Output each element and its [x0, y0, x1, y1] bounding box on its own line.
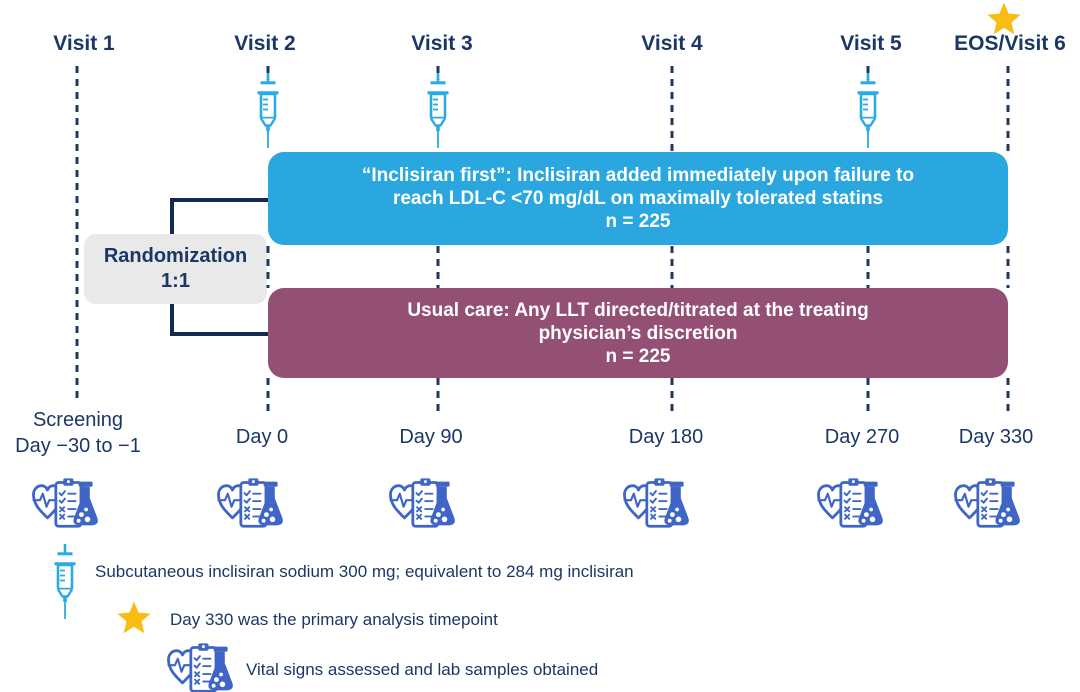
randomization-bracket-bottom [170, 332, 268, 336]
primary-endpoint-star-icon [986, 2, 1022, 41]
randomization-label-line1: Randomization [103, 245, 248, 267]
vitals-lab-icon [816, 476, 888, 535]
vitals-lab-icon [31, 476, 103, 535]
legend-syringe-text: Subcutaneous inclisiran sodium 300 mg; e… [95, 562, 634, 581]
screening-line2: Day −30 to −1 [15, 435, 141, 457]
arm-inclisiran-text-line1: “Inclisiran first”: Inclisiran added imm… [361, 165, 915, 186]
arm-inclisiran-n: n = 225 [605, 211, 671, 232]
legend-star-text: Day 330 was the primary analysis timepoi… [170, 610, 498, 629]
day-label-180: Day 180 [628, 426, 704, 448]
legend-vitals-text: Vital signs assessed and lab samples obt… [246, 660, 599, 679]
arm-usual-care-n: n = 225 [605, 345, 671, 367]
timeline-dash-visit2 [266, 246, 270, 288]
screening-line1: Screening [32, 409, 124, 431]
day-label-screening: Screening Day −30 to −1 [15, 407, 141, 459]
vitals-lab-icon [622, 476, 694, 535]
day-label-330: Day 330 [958, 426, 1034, 448]
visit-label-4: Visit 4 [641, 32, 703, 55]
arm-inclisiran-first-box: “Inclisiran first”: Inclisiran added imm… [268, 152, 1008, 245]
arm-usual-care-text-line2: physician’s discretion [538, 322, 738, 344]
syringe-icon [425, 73, 451, 156]
visit-label-3: Visit 3 [411, 32, 473, 55]
timeline-dash-visit6 [1006, 66, 1010, 152]
timeline-dash-visit1 [75, 66, 79, 404]
vitals-lab-icon [388, 476, 460, 535]
visit-label-5: Visit 5 [840, 32, 902, 55]
legend-star-icon [116, 601, 152, 640]
visit-label-6-eos: EOS/Visit 6 [954, 32, 1066, 55]
visit-label-1: Visit 1 [53, 32, 115, 55]
timeline-dash-visit5 [866, 246, 870, 288]
visit-label-2: Visit 2 [234, 32, 296, 55]
arm-usual-care-text-line1: Usual care: Any LLT directed/titrated at… [407, 299, 869, 321]
day-label-0: Day 0 [235, 426, 289, 448]
syringe-icon [255, 73, 281, 156]
timeline-dash-visit6 [1006, 378, 1010, 412]
timeline-dash-visit3 [436, 378, 440, 412]
arm-usual-care-box: Usual care: Any LLT directed/titrated at… [268, 288, 1008, 378]
timeline-dash-visit5 [866, 378, 870, 412]
legend-syringe-icon [52, 544, 78, 627]
vitals-lab-icon [216, 476, 288, 535]
randomization-label-line2: 1:1 [161, 270, 190, 292]
randomization-box: Randomization 1:1 [84, 234, 267, 304]
day-label-270: Day 270 [824, 426, 900, 448]
timeline-dash-visit3 [436, 246, 440, 288]
timeline-dash-visit4 [670, 378, 674, 412]
vitals-lab-icon [953, 476, 1025, 535]
legend-vitals-icon [166, 641, 238, 692]
timeline-dash-visit2 [266, 378, 270, 412]
timeline-dash-visit4 [670, 66, 674, 152]
syringe-icon [855, 73, 881, 156]
arm-inclisiran-text-line2: reach LDL-C <70 mg/dL on maximally toler… [392, 188, 884, 209]
day-label-90: Day 90 [399, 426, 463, 448]
timeline-dash-visit4 [670, 246, 674, 288]
timeline-dash-visit6 [1006, 246, 1010, 288]
randomization-bracket-top [170, 198, 268, 202]
